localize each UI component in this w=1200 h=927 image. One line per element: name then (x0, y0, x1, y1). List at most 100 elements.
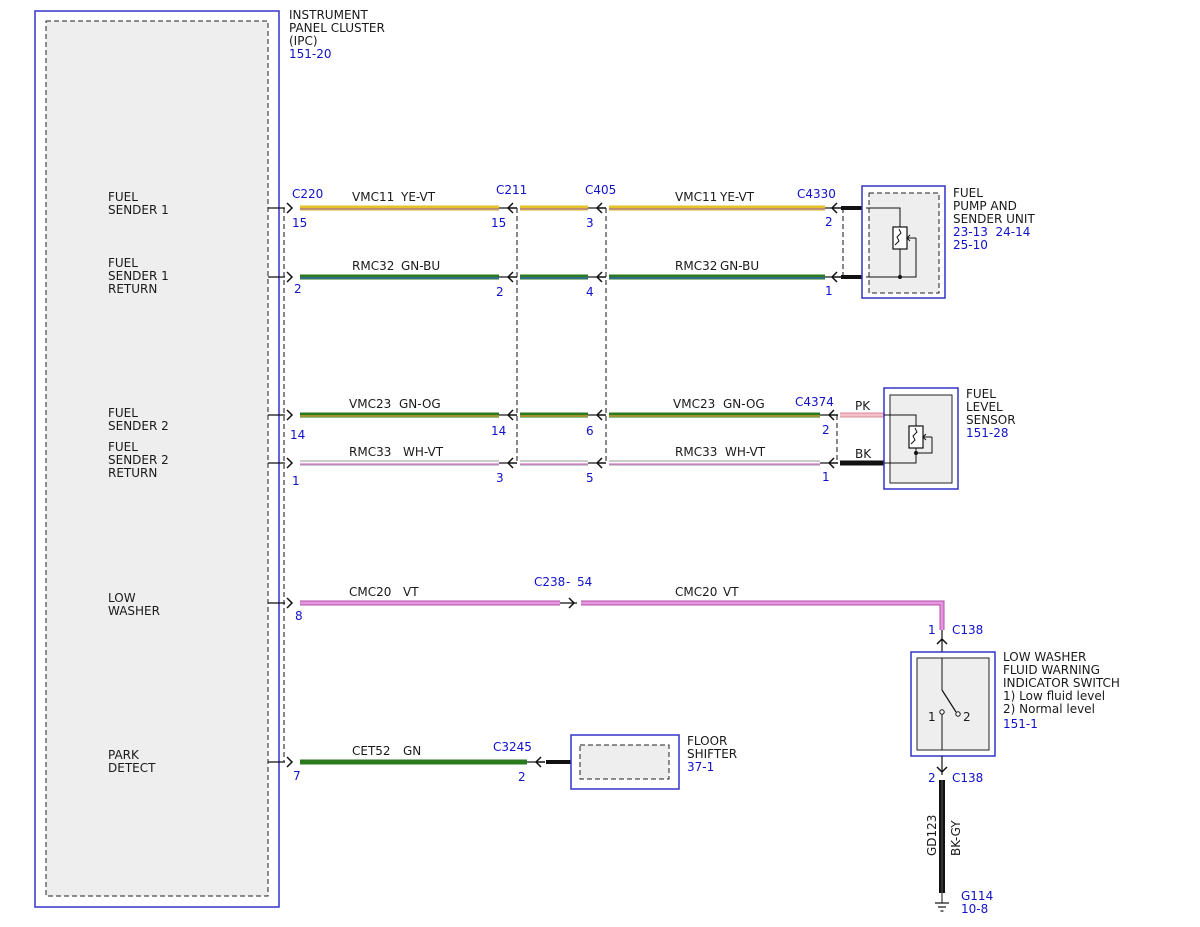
washer-switch-title-2: FLUID WARNING (1003, 663, 1100, 677)
c211-pin-15: 15 (491, 216, 506, 230)
pin-label-fuel-sender-2-return-c: RETURN (108, 466, 157, 480)
switch-contact-1 (939, 709, 945, 715)
c211-connector: C211 15 2 14 3 (491, 183, 527, 485)
wire-rmc32-color-b: GN-BU (720, 259, 759, 273)
c138-bottom-pin: 2 (928, 771, 936, 785)
c238-pin: 54 (577, 575, 592, 589)
c211-pin-2: 2 (496, 285, 504, 299)
switch-blade (941, 689, 957, 713)
wire-rmc33-circuit-a: RMC33 (349, 445, 391, 459)
pin-label-park-detect-b: DETECT (108, 761, 156, 775)
instrument-panel-cluster: INSTRUMENT PANEL CLUSTER (IPC) 151-20 FU… (34, 8, 385, 908)
ground-circuit-label: GD123 (925, 815, 939, 856)
fuel-level-title-2: LEVEL (966, 400, 1003, 414)
wire-rmc32-circuit-b: RMC32 (675, 259, 717, 273)
low-washer-fluid-switch[interactable]: 1 C138 1 2 LOW WASHER FLUID WARNING INDI… (910, 623, 1120, 757)
wire-rmc32[interactable]: RMC32 GN-BU RMC32 GN-BU (300, 259, 825, 280)
pin-label-fuel-sender-1-return-b: SENDER 1 (108, 269, 169, 283)
fuel-pump-ref-1: 23-13 24-14 (953, 225, 1030, 239)
pin-label-fuel-sender-1-return-c: RETURN (108, 282, 157, 296)
fuel-pump-ref-2: 25-10 (953, 238, 988, 252)
wire-cmc20-color-a: VT (403, 585, 419, 599)
wire-rmc33-color-a: WH-VT (403, 445, 444, 459)
fuel-level-title-1: FUEL (966, 387, 996, 401)
c405-pin-5: 5 (586, 471, 594, 485)
c4330-pin-1: 1 (825, 284, 833, 298)
c220-pin-14: 14 (290, 428, 305, 442)
c238-dash: - (566, 575, 570, 589)
wire-vmc23[interactable]: VMC23 GN-OG VMC23 GN-OG (300, 397, 820, 418)
c3245-label: C3245 (493, 740, 532, 754)
c4374-pin-1: 1 (822, 470, 830, 484)
c3245-pin-2: 2 (518, 770, 526, 784)
c211-label: C211 (496, 183, 527, 197)
wire-rmc33[interactable]: RMC33 WH-VT RMC33 WH-VT (300, 445, 820, 466)
switch-contact-2-label: 2 (963, 710, 971, 724)
pin-label-fuel-sender-2-return-b: SENDER 2 (108, 453, 169, 467)
fuel-level-ref: 151-28 (966, 426, 1009, 440)
c220-pin-7: 7 (293, 769, 301, 783)
c4374-pin-2: 2 (822, 423, 830, 437)
wire-cmc20[interactable]: CMC20 VT CMC20 VT C238 - 54 (300, 575, 945, 630)
wire-rmc32-circuit-a: RMC32 (352, 259, 394, 273)
washer-switch-title-3: INDICATOR SWITCH (1003, 676, 1120, 690)
pin-label-fuel-sender-2-return-a: FUEL (108, 440, 138, 454)
ipc-ref: 151-20 (289, 47, 332, 61)
pin-label-park-detect-a: PARK (108, 748, 140, 762)
c405-connector: C405 3 4 6 5 (585, 183, 616, 485)
wire-cet52[interactable]: CET52 GN (300, 744, 527, 765)
ground-ref: 10-8 (961, 902, 988, 916)
wire-bk-label: BK (855, 447, 872, 461)
c4330-pin-2: 2 (825, 215, 833, 229)
pin-label-low-washer-a: LOW (108, 591, 136, 605)
c405-label: C405 (585, 183, 616, 197)
wire-pk-label: PK (855, 399, 871, 413)
fuel-level-title-3: SENSOR (966, 413, 1016, 427)
wire-cet52-circuit: CET52 (352, 744, 391, 758)
floor-shifter-title-1: FLOOR (687, 734, 727, 748)
wire-vmc23-color-a: GN-OG (399, 397, 441, 411)
pin-label-fuel-sender-1-a: FUEL (108, 190, 138, 204)
ground-color-label: BK-GY (949, 820, 963, 856)
wire-vmc11-color-b: YE-VT (719, 190, 755, 204)
washer-switch-title-4: 1) Low fluid level (1003, 689, 1105, 703)
c220-pin-8: 8 (295, 609, 303, 623)
c138-bottom-label: C138 (952, 771, 983, 785)
c138-top-label: C138 (952, 623, 983, 637)
c220-pin-15: 15 (292, 216, 307, 230)
floor-shifter-ref: 37-1 (687, 760, 714, 774)
ground-wire-gd123[interactable]: 2 C138 GD123 BK-GY G114 10-8 (925, 756, 993, 916)
switch-contact-2 (955, 711, 961, 717)
fuel-pump-title-1: FUEL (953, 186, 983, 200)
pin-label-fuel-sender-2-b: SENDER 2 (108, 419, 169, 433)
wire-vmc23-circuit-a: VMC23 (349, 397, 391, 411)
c211-pin-3: 3 (496, 471, 504, 485)
fuel-pump-and-sender-unit[interactable]: FUEL PUMP AND SENDER UNIT 23-13 24-14 25… (861, 185, 1035, 299)
ipc-title-3: (IPC) (289, 34, 318, 48)
wire-vmc11[interactable]: VMC11 YE-VT VMC11 YE-VT (300, 190, 825, 211)
c4374-label: C4374 (795, 395, 834, 409)
wire-rmc33-circuit-b: RMC33 (675, 445, 717, 459)
floor-shifter[interactable]: FLOOR SHIFTER 37-1 (570, 734, 737, 790)
washer-switch-ref: 151-1 (1003, 717, 1038, 731)
fuel-level-sensor[interactable]: FUEL LEVEL SENSOR 151-28 (883, 387, 1016, 490)
wire-cmc20-circuit-a: CMC20 (349, 585, 391, 599)
c405-pin-3: 3 (586, 216, 594, 230)
c4330-connector: C4330 2 1 (797, 187, 866, 298)
c138-top-pin: 1 (928, 623, 936, 637)
washer-switch-title-5: 2) Normal level (1003, 702, 1095, 716)
wire-vmc11-circuit-a: VMC11 (352, 190, 394, 204)
wire-vmc23-circuit-b: VMC23 (673, 397, 715, 411)
c220-connector: C220 15 2 14 1 8 7 (268, 187, 323, 783)
wire-vmc11-color-a: YE-VT (400, 190, 436, 204)
fuel-pump-title-3: SENDER UNIT (953, 212, 1035, 226)
washer-switch-title-1: LOW WASHER (1003, 650, 1086, 664)
pin-label-low-washer-b: WASHER (108, 604, 160, 618)
floor-shifter-title-2: SHIFTER (687, 747, 737, 761)
ipc-title-2: PANEL CLUSTER (289, 21, 385, 35)
c220-pin-2: 2 (294, 282, 302, 296)
c4330-label: C4330 (797, 187, 836, 201)
c4374-connector: PK BK C4374 2 1 (795, 395, 884, 484)
c238-label: C238 (534, 575, 565, 589)
